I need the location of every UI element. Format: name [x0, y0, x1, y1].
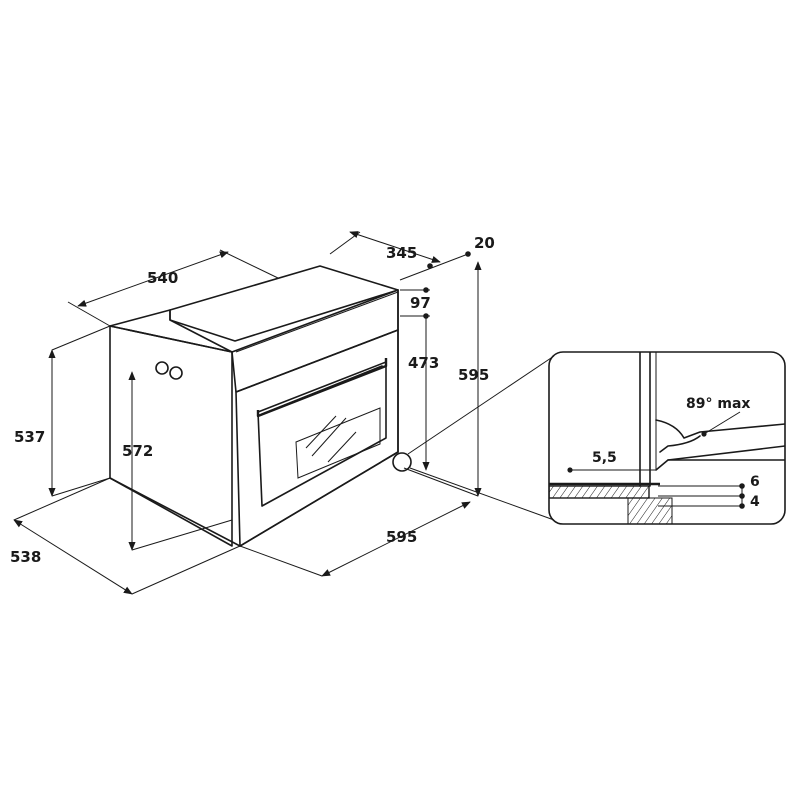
oven-door [235, 329, 399, 547]
label-97: 97 [410, 294, 431, 312]
window-glare-3 [327, 431, 357, 463]
dim-line-595-width [321, 501, 471, 577]
detail-leader-top [407, 355, 555, 455]
ext-line-572 [131, 519, 233, 551]
cabinet-left-side [109, 325, 233, 547]
control-panel [231, 289, 399, 393]
label-gap: 5,5 [592, 450, 617, 466]
detail-hinge [659, 435, 701, 453]
label-538: 538 [10, 548, 41, 566]
label-595-height: 595 [458, 366, 489, 384]
vent-circle-right [169, 366, 183, 380]
label-572: 572 [122, 442, 153, 460]
label-angle: 89° max [686, 396, 750, 412]
ext-line-595w [239, 545, 323, 577]
label-345: 345 [386, 244, 417, 262]
ext-line-540b [219, 249, 279, 279]
label-540: 540 [147, 269, 178, 287]
ext-line-345 [329, 231, 361, 255]
ext-line-537a [51, 325, 111, 351]
dim-line-540 [77, 251, 229, 307]
oven-window [295, 407, 381, 479]
label-offset-6: 6 [750, 474, 760, 490]
dim-line-345 [349, 231, 441, 263]
dim-dot-97a [423, 287, 429, 293]
detail-marker-circle [392, 452, 412, 472]
dim-line-538 [13, 519, 133, 595]
cabinet-top-left [109, 309, 233, 353]
vent-circle-left [155, 361, 169, 375]
window-glare-2 [311, 417, 347, 457]
window-glare-1 [305, 415, 337, 449]
detail-base-block [627, 497, 673, 524]
detail-angle-dot [701, 431, 707, 437]
oven-handle-bar [261, 365, 383, 415]
ext-line-538b [131, 545, 241, 595]
detail-door-top [655, 419, 785, 439]
detail-floor-slab [549, 485, 650, 499]
oven-top-surface [169, 265, 399, 342]
oven-body [109, 265, 399, 547]
control-panel-edge [235, 291, 399, 353]
detail-labels: 89° max 5,5 6 4 [592, 396, 760, 510]
cabinet-bottom-front [239, 451, 399, 547]
dim-line-20 [399, 253, 469, 281]
detail-callout [392, 355, 555, 521]
dimension-labels: 540 345 20 97 473 595 537 572 538 595 [10, 234, 495, 566]
ext-line-540a [67, 301, 111, 327]
label-473: 473 [408, 354, 439, 372]
detail-inset [548, 351, 786, 525]
detail-angle-leader [703, 411, 741, 435]
dim-dot-20 [465, 251, 471, 257]
ext-line-595h [403, 467, 479, 497]
label-537: 537 [14, 428, 45, 446]
detail-door-bottom [655, 445, 785, 471]
dimension-lines [13, 231, 482, 595]
oven-door-inner [257, 361, 387, 507]
dim-dot-20b [427, 263, 433, 269]
detail-leader-bottom [409, 467, 555, 521]
detail-dim-dot-gap [567, 467, 573, 473]
cabinet-bottom-left [109, 477, 241, 547]
ext-line-537b [51, 477, 111, 497]
ext-line-538a [13, 477, 111, 521]
label-20: 20 [474, 234, 495, 252]
oven-handle [256, 358, 388, 418]
label-offset-4: 4 [750, 494, 760, 510]
label-595-width: 595 [386, 528, 417, 546]
